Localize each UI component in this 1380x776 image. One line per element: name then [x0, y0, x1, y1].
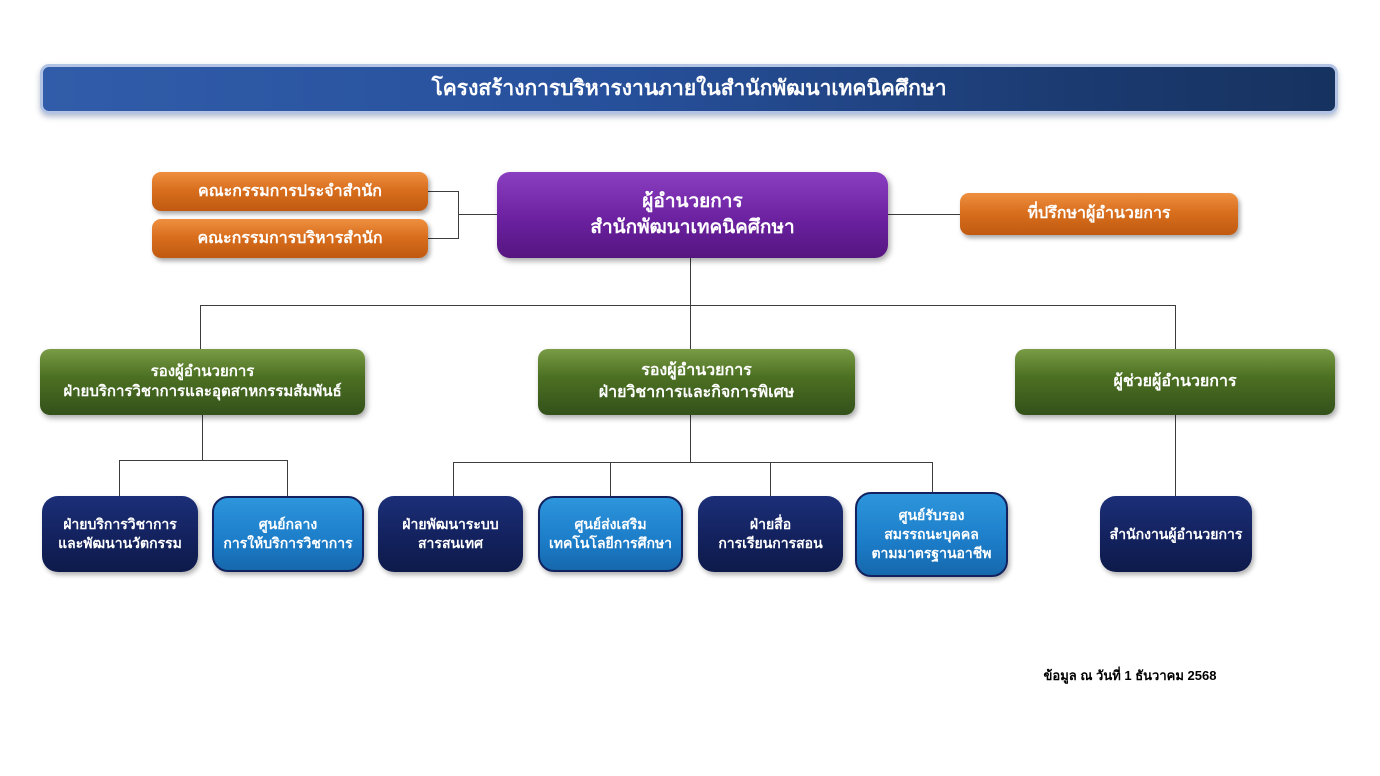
connector-line — [888, 214, 960, 215]
deputy-title: รองผู้อำนวยการ — [150, 362, 255, 380]
deputy-division: ฝ่ายบริการวิชาการและอุตสาหกรรมสัมพันธ์ — [63, 383, 342, 400]
connector-line — [690, 305, 691, 349]
director-box: ผู้อำนวยการ สำนักพัฒนาเทคนิคศึกษา — [497, 172, 888, 258]
unit-label: สมรรถนะบุคคล — [884, 526, 979, 543]
connector-line — [1175, 415, 1176, 496]
unit-box-academic-service-innovation: ฝ่ายบริการวิชาการ และพัฒนานวัตกรรม — [42, 496, 198, 572]
title-banner: โครงสร้างการบริหารงานภายในสำนักพัฒนาเทคน… — [40, 64, 1338, 114]
unit-box-information-systems: ฝ่ายพัฒนาระบบ สารสนเทศ — [378, 496, 523, 572]
director-title: ผู้อำนวยการ — [642, 191, 743, 213]
connector-line — [690, 258, 691, 305]
unit-label: ตามมาตรฐานอาชีพ — [871, 544, 992, 561]
unit-box-instructional-media: ฝ่ายสื่อ การเรียนการสอน — [698, 496, 843, 572]
connector-line — [119, 460, 120, 496]
page-title: โครงสร้างการบริหารงานภายในสำนักพัฒนาเทคน… — [431, 76, 947, 100]
data-as-of-date: ข้อมูล ณ วันที่ 1 ธันวาคม 2568 — [1043, 668, 1217, 683]
connector-line — [453, 462, 454, 496]
assistant-director-label: ผู้ช่วยผู้อำนวยการ — [1113, 373, 1237, 391]
connector-line — [932, 462, 933, 493]
unit-label: ศูนย์ส่งเสริม — [574, 516, 647, 533]
unit-label: การเรียนการสอน — [718, 535, 823, 551]
unit-label: การให้บริการวิชาการ — [223, 535, 353, 551]
connector-line — [287, 460, 288, 496]
connector-line — [119, 460, 288, 461]
assistant-director-box: ผู้ช่วยผู้อำนวยการ — [1015, 349, 1335, 415]
unit-label: สำนักงานผู้อำนวยการ — [1109, 525, 1243, 542]
connector-line — [770, 462, 771, 496]
unit-label: ฝ่ายบริการวิชาการ — [63, 516, 177, 533]
unit-label: ศูนย์กลาง — [258, 516, 318, 533]
unit-label: ฝ่ายสื่อ — [749, 516, 792, 533]
unit-box-competency-certification-center: ศูนย์รับรอง สมรรถนะบุคคล ตามมาตรฐานอาชีพ — [855, 492, 1008, 577]
unit-label: ฝ่ายพัฒนาระบบ — [402, 516, 499, 533]
connector-line — [200, 305, 1176, 306]
connector-line — [690, 415, 691, 462]
committee-box-executive: คณะกรรมการบริหารสำนัก — [152, 219, 428, 258]
connector-line — [458, 214, 498, 215]
connector-line — [1175, 305, 1176, 349]
unit-box-director-office: สำนักงานผู้อำนวยการ — [1100, 496, 1252, 572]
unit-label: สารสนเทศ — [418, 535, 483, 551]
connector-line — [200, 305, 201, 349]
deputy-box-academic-special: รองผู้อำนวยการ ฝ่ายวิชาการและกิจการพิเศษ — [538, 349, 855, 415]
deputy-title: รองผู้อำนวยการ — [641, 362, 752, 380]
connector-line — [428, 238, 459, 239]
committee-label: คณะกรรมการประจำสำนัก — [198, 182, 382, 200]
connector-line — [610, 462, 611, 496]
unit-box-central-service-center: ศูนย์กลาง การให้บริการวิชาการ — [212, 496, 364, 572]
unit-label: ศูนย์รับรอง — [898, 507, 965, 524]
deputy-division: ฝ่ายวิชาการและกิจการพิเศษ — [598, 384, 795, 401]
committee-box-standing: คณะกรรมการประจำสำนัก — [152, 172, 428, 211]
advisor-label: ที่ปรึกษาผู้อำนวยการ — [1027, 205, 1171, 223]
committee-label: คณะกรรมการบริหารสำนัก — [197, 229, 383, 247]
connector-line — [458, 191, 459, 239]
deputy-box-service-industry: รองผู้อำนวยการ ฝ่ายบริการวิชาการและอุตสา… — [40, 349, 365, 415]
director-org: สำนักพัฒนาเทคนิคศึกษา — [590, 217, 795, 238]
unit-label: และพัฒนานวัตกรรม — [58, 535, 182, 551]
advisor-box: ที่ปรึกษาผู้อำนวยการ — [960, 193, 1238, 235]
connector-line — [428, 191, 459, 192]
unit-box-education-technology-center: ศูนย์ส่งเสริม เทคโนโลยีการศึกษา — [538, 496, 683, 572]
connector-line — [453, 462, 933, 463]
connector-line — [202, 415, 203, 460]
unit-label: เทคโนโลยีการศึกษา — [548, 535, 673, 551]
